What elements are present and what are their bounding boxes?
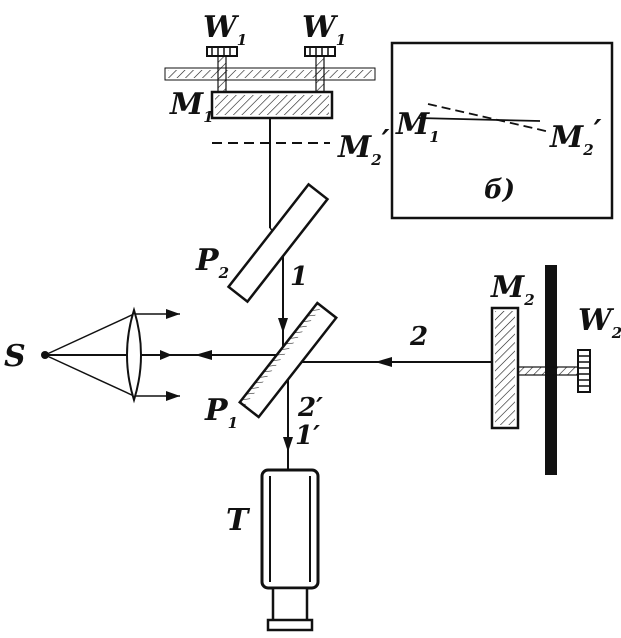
label-inset-m1: M1 [395,107,440,146]
lens [126,306,142,404]
screw-w1-left [206,46,238,93]
plate-p2 [226,182,330,304]
beam-1-prime-arrow-icon [283,437,293,452]
beam-vertical [269,118,293,470]
label-w1-left: W1 [203,10,247,49]
telescope-eyepiece [271,586,309,624]
screw-w2-shaft [517,366,581,376]
label-beam-1-prime: 1′ [295,421,320,451]
mirror-m2-assembly [490,265,591,475]
lens-ray-upper-arrow-icon [166,309,180,319]
lens-ray-lower-arrow-icon [166,391,180,401]
source-and-lens [41,306,180,404]
telescope [260,468,320,632]
mirror-m1-hatch [215,95,329,115]
inset-frame [390,41,614,220]
beam-return-arrow-icon [195,350,212,360]
label-inset-m2-prime: M2′ [549,114,602,159]
label-w2: W2 [578,303,621,342]
label-telescope: T [226,503,251,538]
lens-ray-center-arrow-icon [160,350,172,360]
mirror-m1-assembly [164,46,376,120]
screw-w2-head [577,349,591,393]
m1-mount-rail-hatch [168,70,372,78]
label-source: S [4,339,26,374]
label-m2: M2 [490,270,535,309]
label-w1-right: W1 [302,10,346,49]
plate-p1 [238,301,338,419]
label-beam-2-prime: 2′ [297,393,323,423]
beam-2-arrow-icon [375,357,392,367]
label-m2-prime: M2′ [337,124,390,169]
label-beam-2: 2 [409,322,428,352]
telescope-eyepiece-ring [266,618,314,632]
inset-b [390,41,614,220]
mirror-m2-hatch [495,311,515,425]
label-p1: P1 [204,393,238,432]
label-m1: M1 [169,87,214,126]
inset-mirror-m2-prime-line [427,103,551,133]
inset-mirror-m1-line [417,117,541,122]
screw-w1-right [304,46,336,93]
label-p2: P2 [195,243,229,282]
label-inset-caption: б) [484,175,515,205]
label-beam-1: 1 [290,262,308,292]
beam-1-arrow-icon [278,318,288,333]
